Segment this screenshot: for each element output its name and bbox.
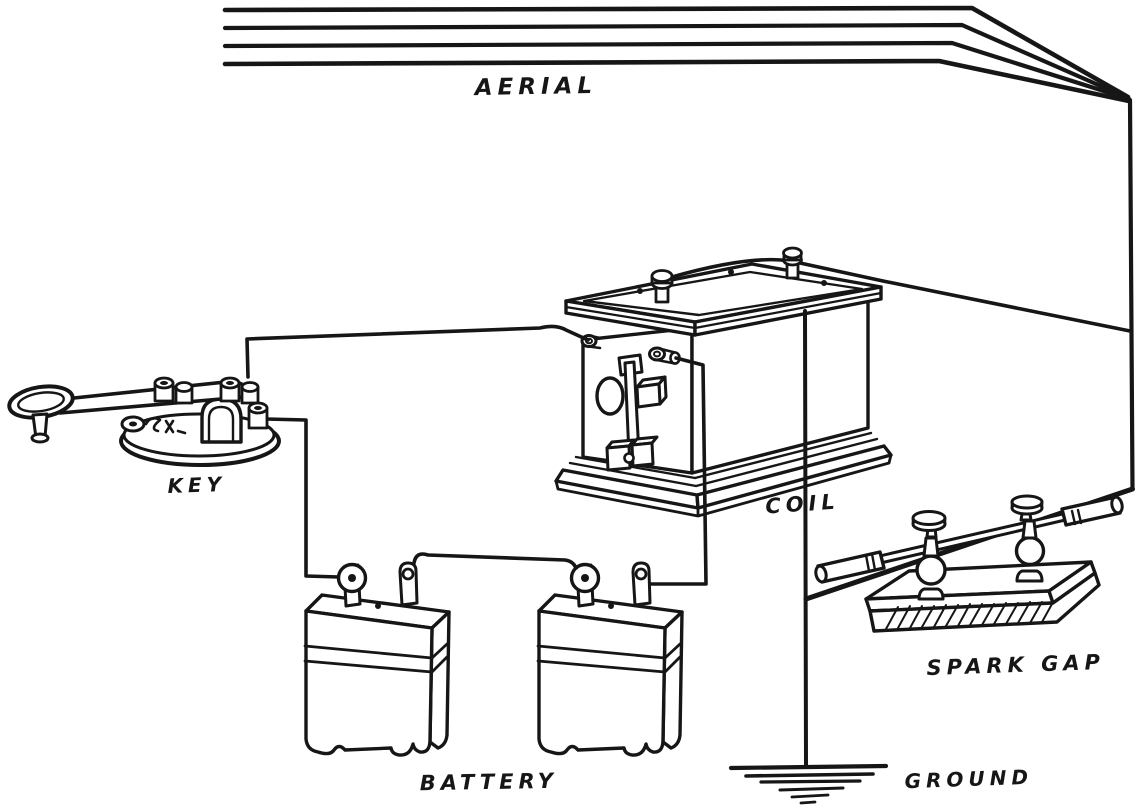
label-spark-gap: SPARK GAP [926,650,1105,680]
vibrator-foot2-front [630,441,655,468]
post-dot-2 [653,350,661,358]
blade-hole [401,567,415,581]
battery1-front [304,609,434,757]
stem-foot [30,432,50,444]
aerial-wires [222,5,1135,492]
coil-top-panel [582,270,864,317]
coil-primary-posts [580,334,681,365]
coil-top-screw-2 [728,269,734,275]
battery2-label-band [536,642,682,674]
label-coil: COIL [765,489,841,518]
ground-symbol [728,763,889,805]
standard-neck [922,536,940,558]
label-aerial: AERIAL [473,73,598,101]
blade-hole [634,567,648,581]
label-battery: BATTERY [420,769,559,795]
sparkgap-left-thumbscrew [911,510,947,526]
top-screw [608,603,614,609]
coil-secondary-posts [650,246,803,304]
vibrator-contact-front [635,382,662,409]
vibrator-screw [623,452,635,464]
ground-line-2 [744,772,875,778]
post-dot [254,406,262,410]
ground-line-3 [759,779,862,784]
handle-collar [1070,508,1083,526]
label-key: KEY [167,472,226,498]
battery-cell-1 [303,561,451,757]
key-binding-posts [153,376,269,430]
coil-top-screw-3 [821,280,827,286]
battery-cell-2 [536,561,684,757]
contact-dot [129,421,137,427]
post-cap [174,381,194,393]
standard-ball [915,554,947,586]
aerial-wire-1 [222,5,1131,100]
coil-cap-molding-line [564,291,883,330]
handle-tip [814,564,828,584]
ground-line-1 [728,763,889,771]
aerial-wire-4 [222,58,1132,104]
post-dot [226,381,234,385]
ground-line-6 [799,800,817,805]
top-screw [375,603,381,609]
standard-ball [1014,535,1046,567]
sparkgap-hatching [885,601,1053,630]
wire-key-to-coil [245,324,590,379]
sparkgap-right-thumbscrew [1010,494,1044,510]
battery1-label-band [303,642,449,674]
aerial-wire-3 [222,40,1132,102]
handle-tip [1110,495,1124,515]
wire-battery-link [412,552,578,570]
sparkgap-right-standard [1010,494,1046,583]
coil-top-screw-1 [637,288,643,294]
induction-coil [554,262,893,518]
ground-line-5 [790,793,830,799]
aerial-wire-2 [222,22,1131,101]
coil-base-molding-lines [568,431,879,488]
coil-base-bottom [554,453,893,518]
post-cap [240,381,260,393]
standard-neck [1021,519,1038,540]
post-dot [160,381,168,385]
vibrator-foot-front [605,444,632,472]
coil-vibrator [595,353,668,472]
knob-inner-line [17,391,65,413]
ground-line-4 [778,786,845,792]
standard-foot [1015,569,1044,583]
sparkgap-left-standard [911,510,947,601]
telegraph-key [7,376,281,467]
label-ground: GROUND [904,765,1033,793]
nut-dot [581,574,589,582]
aerial-lead-wire [1127,97,1135,492]
wire-key-to-battery [264,417,341,579]
spark-gap [814,494,1124,633]
nut-dot [348,574,356,582]
coil-secondary-post-1 [650,269,674,283]
battery2-front [537,609,667,757]
key-base-marks [144,416,187,435]
arch-inner-line [207,405,235,444]
standard-foot [917,587,945,601]
coil-secondary-post-2 [782,246,803,260]
wire-battery-to-coil [648,356,708,586]
handle-collar [864,552,877,573]
coil-primary-post-2 [648,346,666,362]
wire-coil-to-ground [803,309,808,769]
vibrator-hammer-disc [595,376,625,416]
